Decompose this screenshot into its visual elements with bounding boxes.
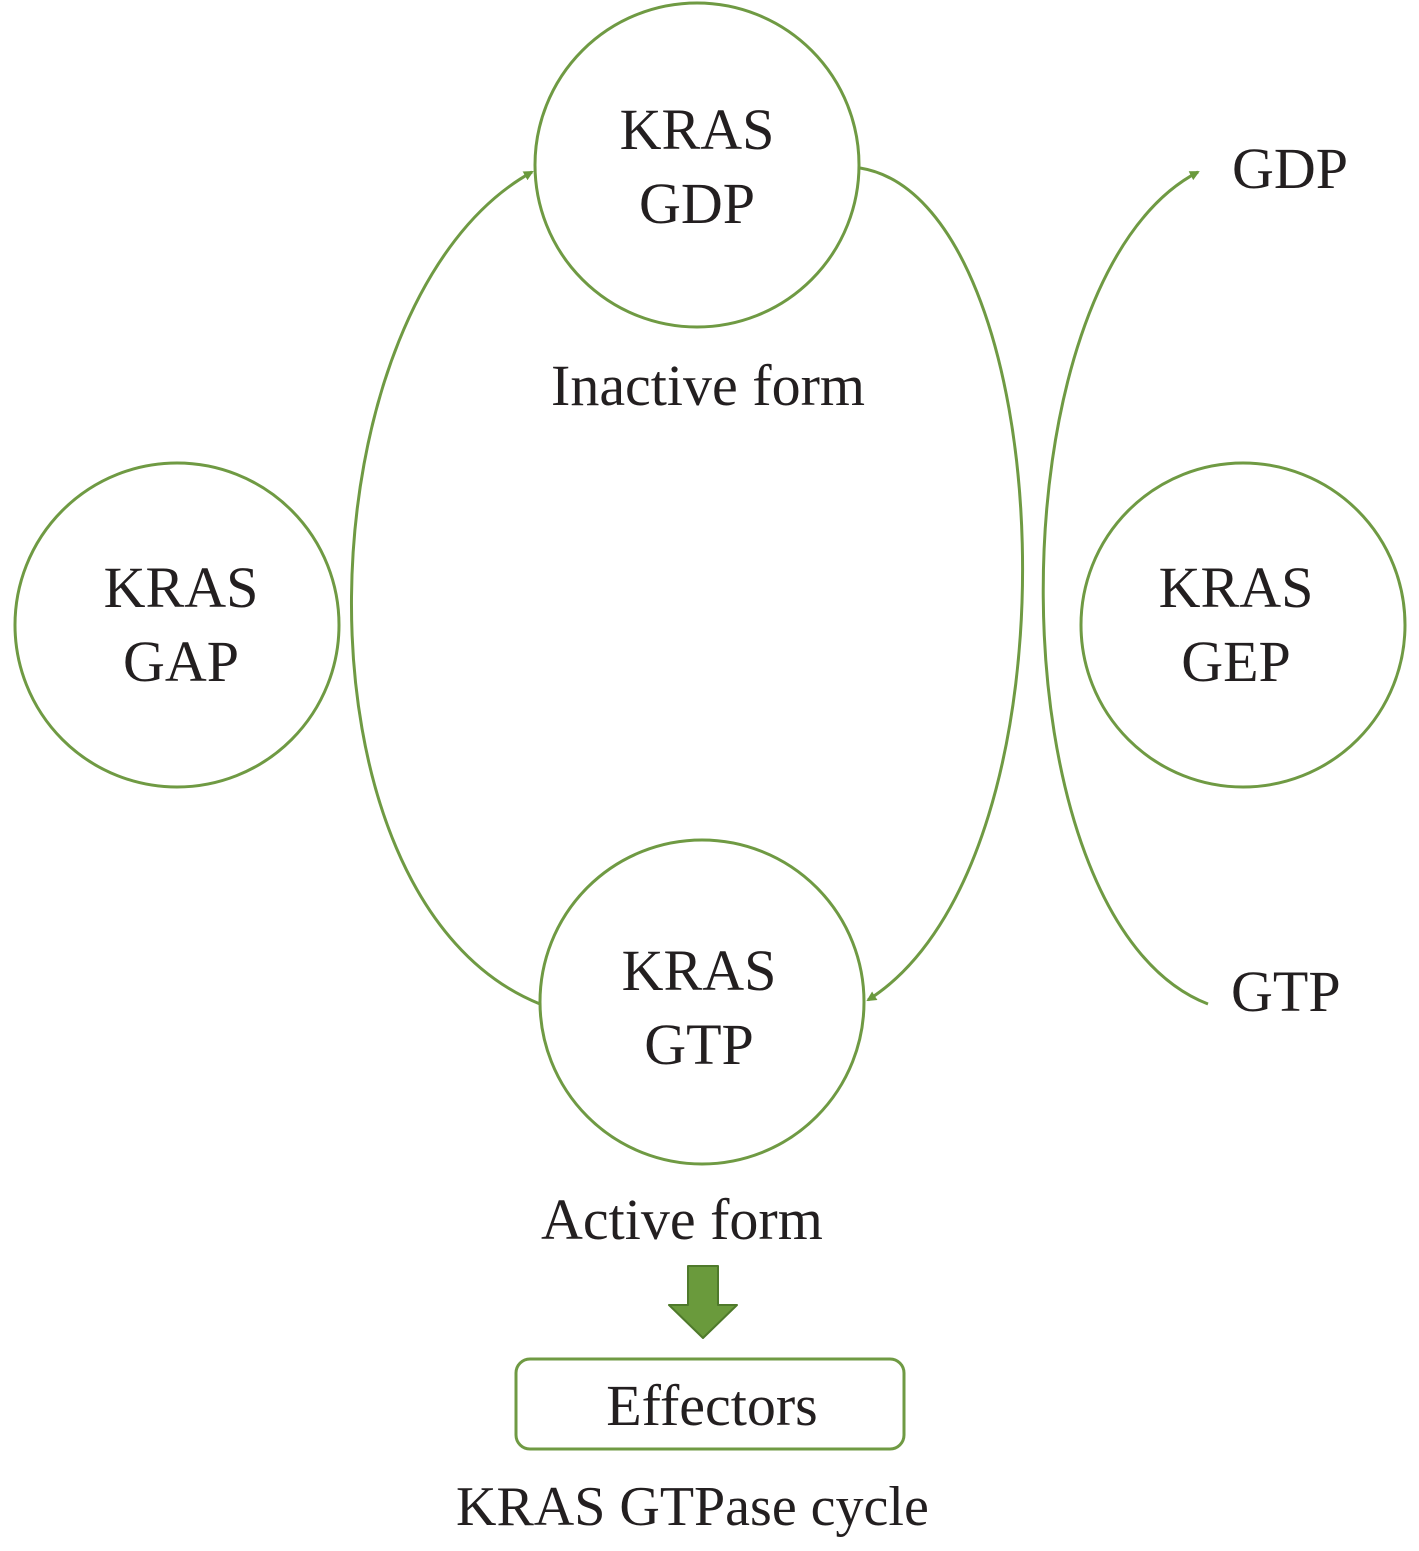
gtp-gdp-exchange-arrow — [1041, 170, 1209, 1006]
kras-gap-line1: KRAS — [103, 555, 259, 620]
kras-gdp-node-label: KRAS GDP — [597, 93, 797, 241]
active-form-label: Active form — [541, 1187, 823, 1252]
gtp-input-label: GTP — [1231, 959, 1341, 1024]
gdp-release-label: GDP — [1232, 136, 1349, 201]
gep-exchange-arrow — [859, 166, 1025, 1002]
kras-gtp-line1: KRAS — [621, 938, 777, 1003]
gap-hydrolysis-arrow — [350, 170, 541, 1006]
kras-gep-line2: GEP — [1181, 629, 1291, 694]
kras-gep-circle — [1079, 461, 1407, 789]
inactive-form-label: Inactive form — [551, 353, 866, 418]
kras-gap-circle — [13, 461, 341, 789]
kras-gep-line1: KRAS — [1158, 555, 1314, 620]
kras-gdp-line2: GDP — [638, 171, 756, 236]
kras-gdp-line1: KRAS — [619, 97, 775, 162]
kras-gtp-line2: GTP — [644, 1012, 754, 1077]
kras-gap-line2: GAP — [122, 629, 240, 694]
kras-gdp-circle — [533, 1, 861, 329]
effectors-box — [514, 1357, 906, 1451]
kras-gep-node-label: KRAS GEP — [1136, 551, 1336, 699]
kras-gtp-circle — [538, 838, 866, 1166]
diagram-caption: KRAS GTPase cycle — [456, 1476, 929, 1538]
kras-gtp-node-label: KRAS GTP — [599, 934, 799, 1082]
down-arrow-icon — [668, 1265, 738, 1339]
kras-gap-node-label: KRAS GAP — [81, 551, 281, 699]
effectors-label: Effectors — [606, 1373, 818, 1438]
